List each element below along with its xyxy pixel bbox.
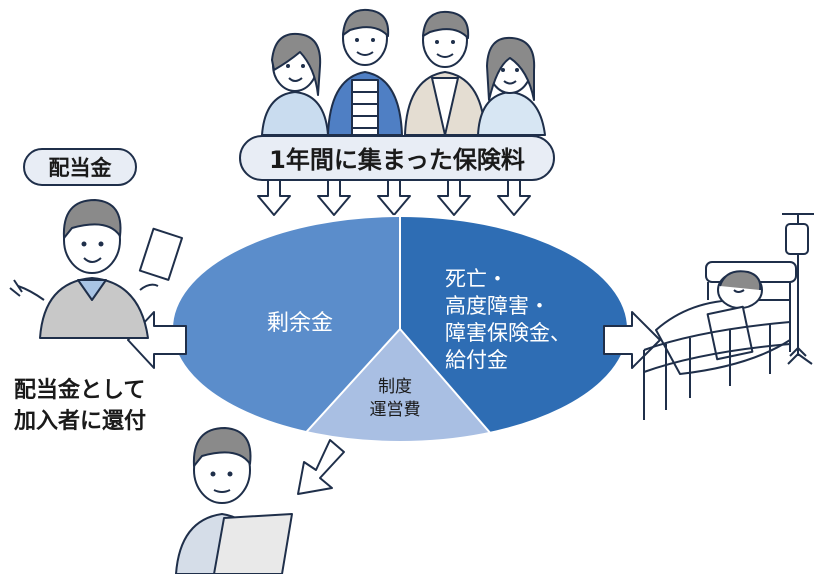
benefit-label-line1: 死亡・: [445, 267, 508, 291]
admin-label-line1: 制度: [378, 377, 412, 397]
dividend-man-icon: [9, 199, 184, 339]
dividend-badge-label: 配当金: [49, 156, 113, 180]
benefit-label-line4: 給付金: [445, 348, 508, 372]
arrow-icon: [377, 179, 411, 216]
premium-label: 1年間に集まった保険料: [269, 146, 525, 174]
benefit-label-line2: 高度障害・: [445, 294, 550, 318]
arrow-icon: [317, 179, 351, 216]
admin-label-line2: 運営費: [370, 400, 421, 420]
benefit-label-line3: 障害保険金、: [445, 321, 571, 345]
man-striped-figure: [327, 8, 403, 136]
dividend-badge: 配当金: [23, 148, 137, 186]
premium-down-arrows: [257, 179, 531, 216]
arrow-icon: [437, 179, 471, 216]
woman-left-figure: [261, 32, 329, 136]
refund-label-line2: 加入者に還付: [13, 409, 146, 434]
arrow-icon: [297, 439, 345, 495]
arrow-icon: [497, 179, 531, 216]
surplus-label: 剰余金: [267, 311, 333, 336]
arrow-icon: [257, 179, 291, 216]
man-beige-figure: [404, 10, 486, 136]
woman-right-figure: [477, 36, 546, 136]
pie-segment-admin: [290, 329, 505, 442]
arrow-icon: [603, 311, 661, 369]
refund-label-line1: 配当金として: [14, 377, 145, 403]
laptop-worker-icon: [175, 427, 293, 574]
hospital-bed-patient-icon: [643, 213, 814, 420]
premium-banner: 1年間に集まった保険料: [239, 135, 555, 181]
family-group-icon: [261, 8, 546, 136]
